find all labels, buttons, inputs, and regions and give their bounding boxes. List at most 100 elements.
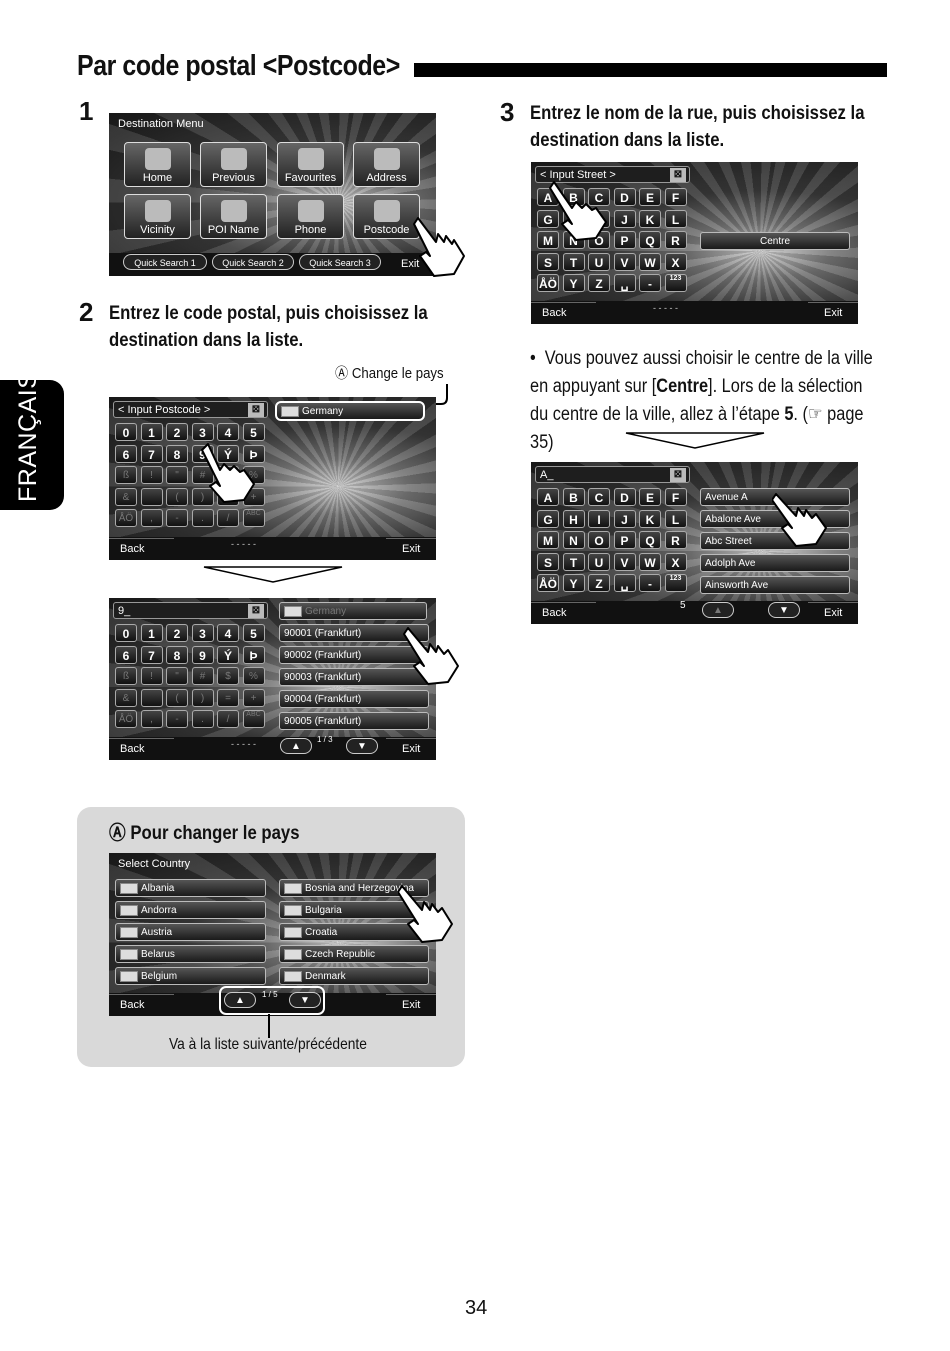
keypad-key[interactable]: =	[217, 688, 239, 707]
keypad-key[interactable]: O	[588, 531, 610, 549]
clear-icon[interactable]: ⊠	[670, 168, 686, 182]
keypad-key[interactable]: !	[140, 667, 163, 685]
quick-search-2-button[interactable]: Quick Search 2	[212, 254, 294, 270]
keypad-key[interactable]: /	[217, 509, 239, 527]
favourites-button[interactable]: Favourites	[277, 142, 344, 187]
keypad-key[interactable]: )	[191, 487, 214, 506]
postcode-input-field[interactable]: < Input Postcode >	[113, 401, 268, 418]
back-button[interactable]: Back	[109, 994, 174, 1015]
keypad-key[interactable]: 2	[166, 423, 188, 441]
keypad-key[interactable]: Q	[639, 531, 661, 549]
country-selector[interactable]: Germany	[279, 602, 427, 620]
keypad-key[interactable]: &	[115, 688, 137, 707]
keypad-key[interactable]: L	[664, 509, 687, 528]
keypad-key[interactable]: D	[613, 488, 636, 506]
clear-icon[interactable]: ⊠	[248, 604, 264, 618]
keypad-key[interactable]: A	[537, 488, 559, 506]
keypad-key[interactable]: 5	[242, 624, 265, 642]
keypad-key[interactable]	[140, 688, 163, 707]
keypad-key[interactable]: ÅÖ	[537, 274, 559, 292]
phone-button[interactable]: Phone	[277, 194, 344, 239]
keypad-key[interactable]: Q	[639, 231, 661, 249]
back-button[interactable]: Back	[531, 302, 596, 323]
keypad-key[interactable]: I	[588, 509, 610, 528]
keypad-key[interactable]: Ý	[217, 645, 239, 664]
keypad-key[interactable]: 1	[140, 624, 163, 642]
keypad-key[interactable]: M	[537, 231, 559, 249]
keypad-key[interactable]: F	[664, 488, 687, 506]
keypad-key[interactable]: W	[639, 552, 661, 571]
street-input-field[interactable]: A_	[535, 466, 690, 483]
keypad-key[interactable]: P	[613, 531, 636, 549]
back-button[interactable]: Back	[109, 738, 174, 759]
keypad-key[interactable]: Þ	[242, 444, 265, 463]
keypad-key[interactable]: X	[664, 552, 687, 571]
keypad-key[interactable]: C	[588, 488, 610, 506]
keypad-key[interactable]: F	[664, 188, 687, 206]
exit-button[interactable]: Exit	[386, 738, 436, 759]
keypad-key[interactable]: R	[664, 231, 687, 249]
keypad-key[interactable]: N	[562, 531, 585, 549]
keypad-key[interactable]: 5	[242, 423, 265, 441]
keypad-key[interactable]: Z	[588, 574, 610, 592]
keypad-key[interactable]: $	[217, 667, 239, 685]
keypad-key[interactable]: W	[639, 252, 661, 271]
keypad-key[interactable]: H	[562, 509, 585, 528]
keypad-key[interactable]: &	[115, 487, 137, 506]
page-up-button[interactable]: ▲	[280, 738, 312, 754]
country-item[interactable]: Belgium	[115, 967, 266, 985]
back-button[interactable]: Back	[109, 538, 174, 559]
page-down-button[interactable]: ▼	[289, 992, 321, 1008]
previous-button[interactable]: Previous	[200, 142, 267, 187]
keypad-key[interactable]: ␣	[613, 574, 636, 592]
keypad-key[interactable]: 8	[166, 645, 188, 664]
address-button[interactable]: Address	[353, 142, 420, 187]
quick-search-1-button[interactable]: Quick Search 1	[123, 254, 207, 270]
exit-button[interactable]: Exit	[386, 994, 436, 1015]
keypad-key[interactable]: D	[613, 188, 636, 206]
keypad-key[interactable]: 9	[191, 645, 214, 664]
keypad-key[interactable]: J	[613, 209, 636, 228]
keypad-key[interactable]: -	[639, 574, 661, 592]
country-item[interactable]: Andorra	[115, 901, 266, 919]
keypad-key[interactable]: K	[639, 509, 661, 528]
keypad-key[interactable]: ABC	[242, 509, 265, 527]
keypad-key[interactable]: B	[562, 488, 585, 506]
keypad-key[interactable]: V	[613, 252, 636, 271]
keypad-key[interactable]: L	[664, 209, 687, 228]
keypad-key[interactable]: S	[537, 552, 559, 571]
keypad-key[interactable]: 2	[166, 624, 188, 642]
keypad-key[interactable]: ABC	[242, 710, 265, 728]
keypad-key[interactable]: 4	[217, 624, 239, 642]
result-item[interactable]: 90001 (Frankfurt)	[279, 624, 429, 642]
quick-search-3-button[interactable]: Quick Search 3	[299, 254, 381, 270]
keypad-key[interactable]: U	[588, 252, 610, 271]
keypad-key[interactable]: 0	[115, 423, 137, 441]
exit-button[interactable]: Exit	[401, 258, 420, 270]
country-item[interactable]: Albania	[115, 879, 266, 897]
keypad-key[interactable]: ,	[140, 710, 163, 728]
keypad-key[interactable]: ␣	[613, 274, 636, 292]
keypad-key[interactable]: 4	[217, 423, 239, 441]
keypad-key[interactable]: E	[639, 188, 661, 206]
keypad-key[interactable]: S	[537, 252, 559, 271]
country-item[interactable]: Belarus	[115, 945, 266, 963]
keypad-key[interactable]: T	[562, 552, 585, 571]
poi-name-button[interactable]: POI Name	[200, 194, 267, 239]
keypad-key[interactable]: U	[588, 552, 610, 571]
result-item[interactable]: 90005 (Frankfurt)	[279, 712, 429, 730]
exit-button[interactable]: Exit	[808, 302, 858, 323]
keypad-key[interactable]: P	[613, 231, 636, 249]
keypad-key[interactable]: V	[613, 552, 636, 571]
postcode-button[interactable]: Postcode	[353, 194, 420, 239]
exit-button[interactable]: Exit	[808, 602, 858, 623]
keypad-key[interactable]: 7	[140, 444, 163, 463]
keypad-key[interactable]: Z	[588, 274, 610, 292]
keypad-key[interactable]: Þ	[242, 645, 265, 664]
keypad-key[interactable]: 0	[115, 624, 137, 642]
keypad-key[interactable]: "	[166, 466, 188, 484]
keypad-key[interactable]: 1	[140, 423, 163, 441]
keypad-key[interactable]: E	[639, 488, 661, 506]
keypad-key[interactable]: X	[664, 252, 687, 271]
keypad-key[interactable]: ÅÖ	[115, 509, 137, 527]
